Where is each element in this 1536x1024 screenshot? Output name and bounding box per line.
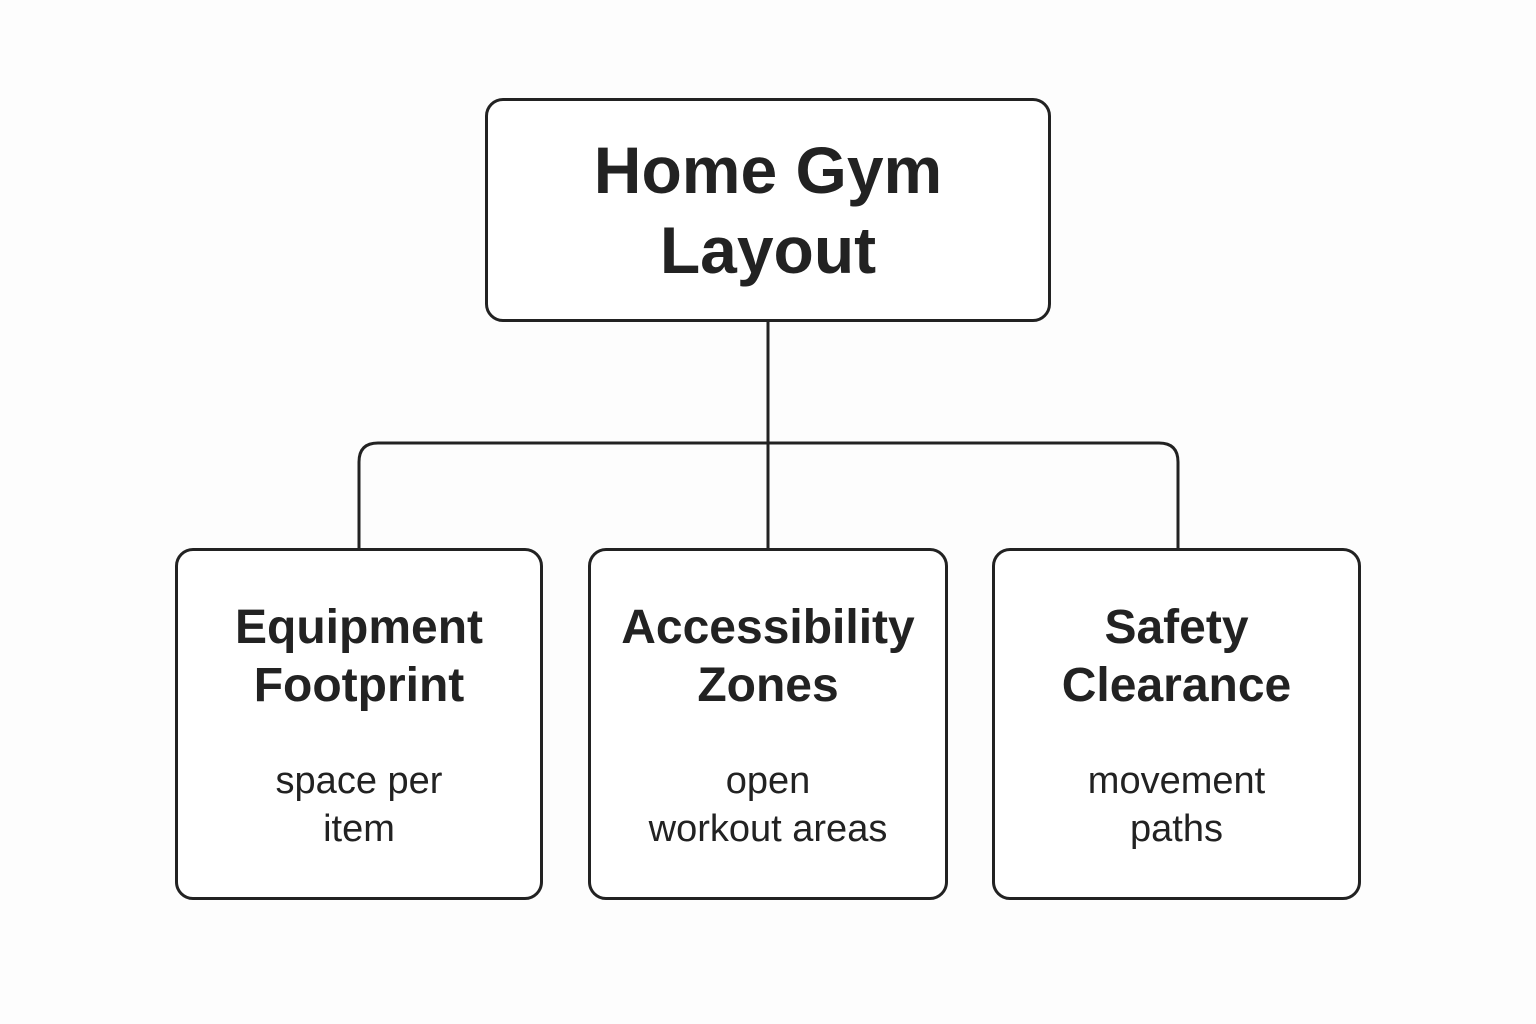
root-title-line-2: Layout [659, 213, 877, 287]
root-title-line-1: Home Gym [593, 133, 943, 207]
child-title-line-1: Accessibility [621, 601, 915, 654]
child-desc-line-2: workout areas [648, 808, 888, 850]
child-title-line-2: Clearance [1061, 659, 1292, 712]
child-title-line-1: Safety [1104, 601, 1249, 654]
child-title-line-2: Footprint [253, 659, 465, 712]
child-node-description: movement paths [995, 757, 1358, 853]
child-node-title: Accessibility Zones [591, 599, 945, 715]
child-node-safety-clearance: Safety Clearance movement paths [992, 548, 1361, 900]
child-desc-line-2: item [323, 808, 395, 850]
child-title-line-1: Equipment [235, 601, 483, 654]
child-title-line-2: Zones [697, 659, 839, 712]
root-node-box: Home Gym Layout [485, 98, 1051, 322]
child-node-equipment-footprint: Equipment Footprint space per item [175, 548, 543, 900]
child-node-description: open workout areas [591, 757, 945, 853]
child-desc-line-2: paths [1130, 808, 1223, 850]
child-desc-line-1: movement [1087, 760, 1266, 802]
root-node-title: Home Gym Layout [594, 130, 942, 290]
child-node-title: Equipment Footprint [178, 599, 540, 715]
child-node-title: Safety Clearance [995, 599, 1358, 715]
child-desc-line-1: space per [275, 760, 443, 802]
child-node-description: space per item [178, 757, 540, 853]
child-desc-line-1: open [725, 760, 811, 802]
child-node-accessibility-zones: Accessibility Zones open workout areas [588, 548, 948, 900]
